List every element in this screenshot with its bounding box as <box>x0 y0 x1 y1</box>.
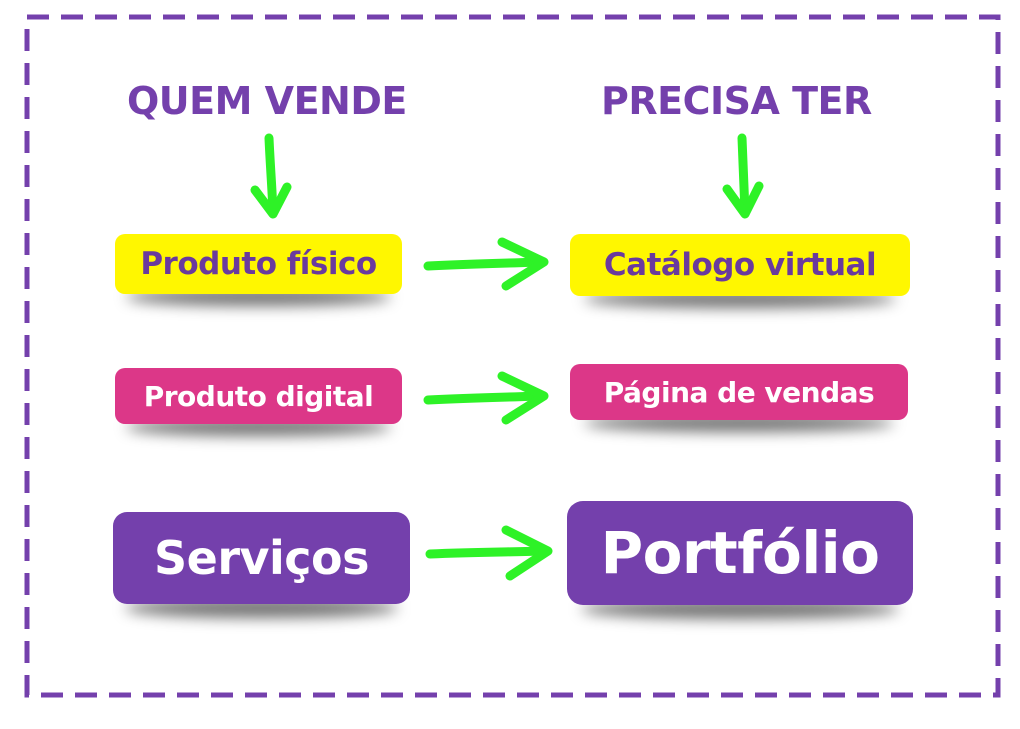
heading-precisa-ter: PRECISA TER <box>601 79 872 123</box>
seller-box-servicos: Serviços <box>113 512 410 618</box>
arrow-down-icon <box>722 133 764 219</box>
arrow-right-icon <box>423 371 549 425</box>
needs-box-portfolio: Portfólio <box>567 501 913 619</box>
seller-label: Produto físico <box>115 234 402 294</box>
seller-label: Produto digital <box>115 368 402 424</box>
arrow-right-icon <box>425 525 553 581</box>
needs-box-pagina-de-vendas: Página de vendas <box>570 364 908 432</box>
seller-box-produto-fisico: Produto físico <box>115 234 402 306</box>
arrow-right-icon <box>423 237 549 291</box>
seller-label: Serviços <box>113 512 410 604</box>
needs-box-catalogo-virtual: Catálogo virtual <box>570 234 910 308</box>
heading-quem-vende: QUEM VENDE <box>127 79 407 123</box>
needs-label: Catálogo virtual <box>570 234 910 296</box>
needs-label: Página de vendas <box>570 364 908 420</box>
arrow-down-icon <box>250 133 292 219</box>
needs-label: Portfólio <box>567 501 913 605</box>
seller-box-produto-digital: Produto digital <box>115 368 402 436</box>
